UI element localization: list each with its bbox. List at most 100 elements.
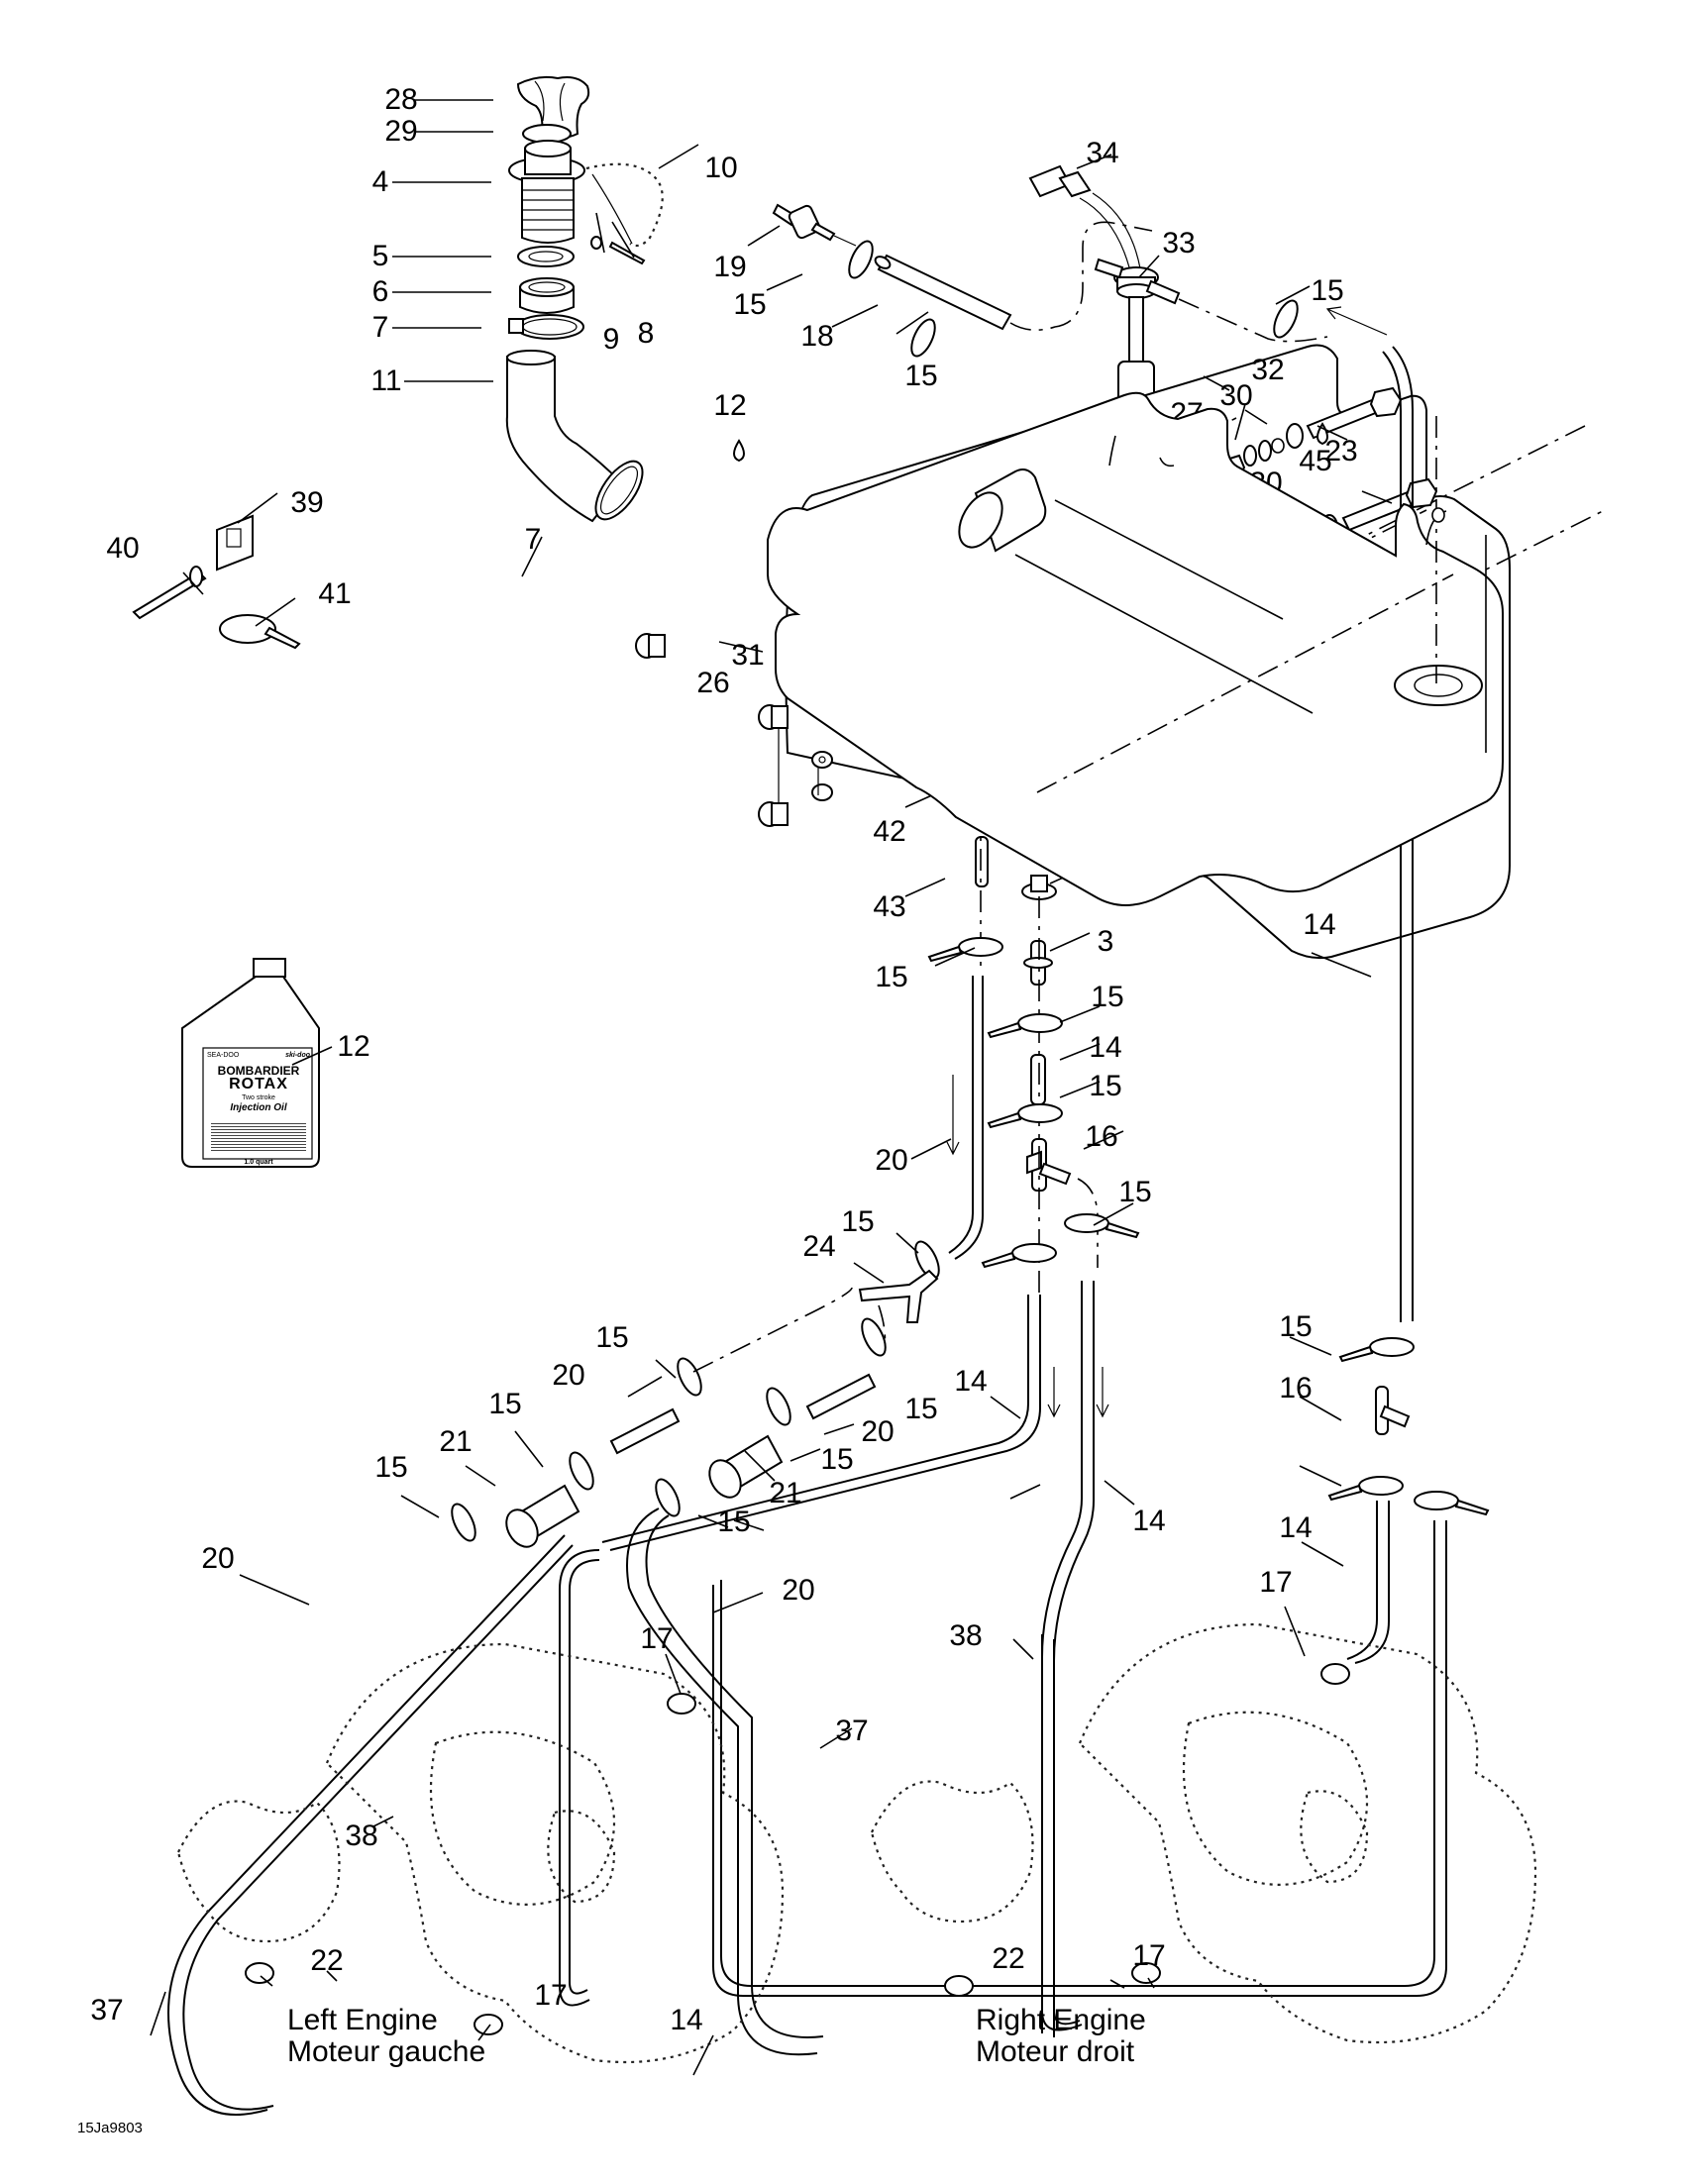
right-engine-caption: Right Engine Moteur droit — [976, 2004, 1146, 2069]
bottle-volume: 1.0 quart — [244, 1159, 273, 1166]
callout-5: 5 — [371, 240, 389, 272]
callout-3: 3 — [1097, 925, 1114, 958]
callout-14: 14 — [1132, 1505, 1166, 1537]
callout-15: 15 — [733, 288, 767, 321]
filler-cap-part — [516, 75, 590, 139]
callout-40: 40 — [106, 532, 140, 565]
callout-2: 2 — [1097, 859, 1114, 891]
callout-15: 15 — [595, 1321, 629, 1354]
callout-14: 14 — [1279, 1511, 1313, 1544]
callout-7: 7 — [371, 311, 389, 344]
callout-16: 16 — [1085, 1120, 1118, 1153]
callout-27: 27 — [1204, 484, 1237, 517]
callout-28: 28 — [384, 83, 418, 116]
callout-44: 44 — [1140, 526, 1174, 559]
callout-17: 17 — [534, 1979, 568, 2012]
callout-42: 42 — [873, 815, 906, 848]
callout-41: 41 — [318, 577, 352, 610]
oil-bottle-part — [181, 958, 320, 1168]
ear-clamps — [451, 240, 1490, 1542]
callout-14: 14 — [670, 2004, 703, 2036]
callout-15: 15 — [904, 1393, 938, 1425]
callout-12: 12 — [337, 1030, 370, 1063]
callout-20: 20 — [201, 1542, 235, 1575]
rivet-part — [608, 241, 646, 265]
callout-27: 27 — [1170, 397, 1204, 430]
callout-14: 14 — [954, 1365, 988, 1398]
bottle-product: Injection Oil — [230, 1102, 287, 1113]
callout-15: 15 — [1311, 274, 1344, 307]
callout-15: 15 — [841, 1205, 875, 1238]
callout-15: 15 — [1118, 1176, 1152, 1208]
fuel-filter-part — [505, 1434, 784, 1548]
right-engine-label-fr: Moteur droit — [976, 2035, 1135, 2069]
y-fitting-part — [858, 1269, 939, 1323]
callout-44: 44 — [1109, 441, 1143, 473]
callout-29: 29 — [384, 115, 418, 148]
callout-20: 20 — [782, 1574, 815, 1607]
callout-33: 33 — [1162, 227, 1196, 260]
callout-19: 19 — [713, 251, 747, 283]
flow-arrow-icon — [1096, 1367, 1109, 1418]
bottle-sub-brand: ROTAX — [229, 1076, 288, 1092]
callout-11: 11 — [370, 364, 402, 397]
flow-arrow-icon — [1047, 1367, 1061, 1418]
right-engine-label-en: Right Engine — [976, 2004, 1146, 2036]
cable-tie-part — [219, 614, 301, 650]
callout-20: 20 — [552, 1359, 585, 1392]
callout-26: 26 — [696, 667, 730, 699]
filler-hose-part — [505, 350, 624, 523]
check-valve-part — [772, 203, 836, 242]
callout-25: 25 — [1172, 501, 1206, 534]
bottle-line1: Two stroke — [242, 1094, 275, 1101]
callout-32: 32 — [1251, 354, 1285, 386]
tie-mount-part — [216, 514, 254, 572]
callout-9: 9 — [602, 323, 620, 356]
callout-17: 17 — [1132, 1939, 1166, 1972]
bottle-brand: BOMBARDIER — [217, 1064, 300, 1078]
hose-clamp-part — [594, 460, 644, 521]
worm-clamps — [245, 1663, 1350, 2035]
nut-part — [519, 277, 575, 314]
callout-17: 17 — [1259, 1566, 1293, 1599]
right-engine-outline — [870, 1622, 1537, 2044]
left-engine-label-fr: Moteur gauche — [287, 2035, 486, 2069]
callout-30: 30 — [1249, 467, 1283, 499]
callout-37: 37 — [90, 1994, 124, 2027]
callout-12: 12 — [713, 389, 747, 422]
bottle-header-right: ski-doo — [285, 1052, 310, 1059]
callout-16: 16 — [1279, 1372, 1313, 1404]
callout-18: 18 — [800, 320, 834, 353]
vent-hose-part — [874, 254, 1012, 331]
bottle-header-left: SEA-DOO — [207, 1052, 240, 1059]
oil-drop-icon — [733, 439, 745, 463]
drawing-reference-code: 15Ja9803 — [77, 2120, 143, 2136]
callout-8: 8 — [637, 317, 655, 350]
flow-arrow-icon — [946, 1075, 960, 1156]
callout-6: 6 — [371, 275, 389, 308]
callout-14: 14 — [1303, 908, 1336, 941]
left-engine-caption: Left Engine Moteur gauche — [287, 2004, 486, 2069]
callout-37: 37 — [835, 1715, 869, 1747]
callout-34: 34 — [1086, 137, 1119, 169]
callout-15: 15 — [820, 1443, 854, 1476]
callout-10: 10 — [704, 152, 738, 184]
callout-43: 43 — [873, 890, 906, 923]
callout-22: 22 — [310, 1944, 344, 1977]
callout-17: 17 — [640, 1622, 674, 1655]
callout-39: 39 — [290, 486, 324, 519]
callout-15: 15 — [1091, 981, 1124, 1013]
callout-21: 21 — [769, 1477, 802, 1509]
filler-neck-part — [508, 140, 585, 244]
callout-22: 22 — [992, 1942, 1025, 1975]
callout-1: 1 — [1285, 694, 1303, 727]
bolt-part — [635, 633, 789, 827]
callout-15: 15 — [1089, 1070, 1122, 1102]
bottle-fineprint — [211, 1121, 306, 1151]
short-hose-part — [609, 1373, 877, 1455]
push-rivet-part — [132, 571, 207, 620]
callout-45: 45 — [1299, 445, 1332, 477]
callout-31: 31 — [731, 639, 765, 672]
callout-7: 7 — [524, 523, 542, 556]
